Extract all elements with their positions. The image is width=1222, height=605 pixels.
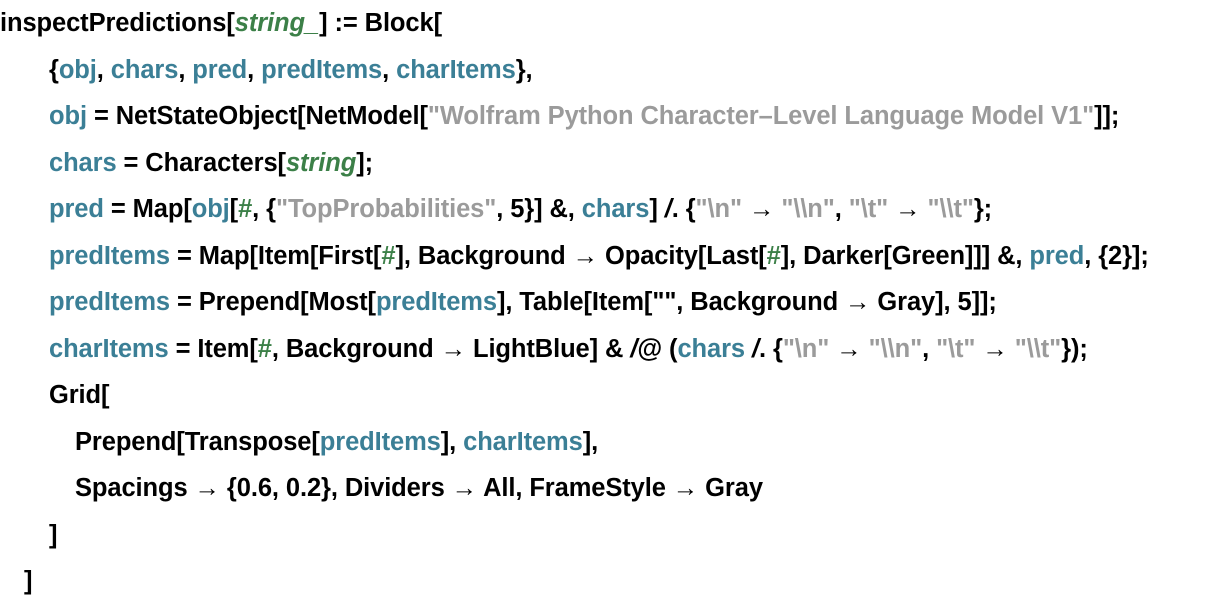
code-token-default: , {2}]; xyxy=(1084,241,1149,270)
code-token-string: "\\t" xyxy=(1014,334,1062,363)
code-line[interactable]: ] xyxy=(0,512,1222,559)
code-token-default: ] := Block[ xyxy=(319,9,442,37)
code-token-default: = Item[ xyxy=(168,334,258,363)
code-token-local: predItems xyxy=(319,427,441,456)
code-token-string: "\\n" xyxy=(868,334,923,363)
code-token-default: ] xyxy=(649,195,665,223)
code-token-default: ] xyxy=(49,520,58,549)
code-token-default: , xyxy=(382,55,397,84)
code-token-string: "\\n" xyxy=(781,195,835,223)
code-token-pattern: string xyxy=(285,148,357,177)
code-token-local: predItems xyxy=(49,288,170,316)
code-token-default: Grid[ xyxy=(49,381,110,409)
code-line[interactable]: obj = NetStateObject[NetModel["Wolfram P… xyxy=(0,93,1222,140)
code-token-local: pred xyxy=(192,55,248,84)
code-token-local: obj xyxy=(58,55,97,84)
code-token-local: obj xyxy=(49,102,87,130)
code-token-default: = Prepend[Most[ xyxy=(169,288,376,316)
code-token-local: charItems xyxy=(463,427,583,456)
code-token-default: }, xyxy=(515,55,533,84)
code-token-local: predItems xyxy=(375,288,497,316)
code-token-default: = Characters[ xyxy=(116,148,287,177)
code-line[interactable]: ] xyxy=(0,558,1222,605)
code-token-default: , xyxy=(96,55,111,84)
code-line[interactable]: Grid[ xyxy=(0,372,1222,419)
code-token-default: . { xyxy=(759,334,783,363)
code-token-default: ], Darker[Green]]] &, xyxy=(780,241,1030,270)
code-token-default: ] xyxy=(24,567,33,595)
code-token-default: , xyxy=(247,55,262,84)
code-line[interactable]: predItems = Map[Item[First[#], Backgroun… xyxy=(0,233,1222,280)
code-token-default: ], xyxy=(582,427,599,456)
code-token-default: = Map[ xyxy=(103,195,192,223)
code-token-default: , Background → LightBlue] & xyxy=(271,334,631,363)
code-token-default: → xyxy=(888,195,928,223)
code-token-string: "\t" xyxy=(848,195,889,223)
code-token-default: ]; xyxy=(356,148,373,177)
code-token-local: charItems xyxy=(49,334,169,363)
code-token-local: chars xyxy=(677,334,746,363)
code-token-slot: # xyxy=(766,241,781,270)
code-token-default: , xyxy=(834,195,849,223)
code-line[interactable]: charItems = Item[#, Background → LightBl… xyxy=(0,326,1222,373)
code-line[interactable]: Prepend[Transpose[predItems], charItems]… xyxy=(0,419,1222,466)
code-token-default: , xyxy=(178,55,193,84)
code-token-local: pred xyxy=(1029,241,1085,270)
code-token-local: predItems xyxy=(49,241,170,270)
code-token-op-italic: / xyxy=(752,334,760,363)
code-token-string: "TopProbabilities" xyxy=(275,195,497,223)
code-token-slot: # xyxy=(257,334,272,363)
code-token-default: Spacings → {0.6, 0.2}, Dividers → All, F… xyxy=(75,474,763,502)
code-token-local: chars xyxy=(49,148,117,177)
code-token-default: ], Background → Opacity[Last[ xyxy=(395,241,767,270)
code-token-default: → xyxy=(975,334,1015,363)
code-token-default xyxy=(745,335,752,363)
code-token-string: "\n" xyxy=(695,195,743,223)
code-token-default: Prepend[Transpose[ xyxy=(75,427,320,456)
code-token-default: }); xyxy=(1061,334,1088,363)
code-line[interactable]: predItems = Prepend[Most[predItems], Tab… xyxy=(0,279,1222,326)
code-token-string: "\t" xyxy=(936,334,976,363)
code-token-pattern: string_ xyxy=(234,9,320,37)
code-token-local: pred xyxy=(49,195,104,223)
code-token-default: ], xyxy=(440,427,464,456)
code-token-string: "\\t" xyxy=(927,195,974,223)
code-line[interactable]: {obj, chars, pred, predItems, charItems}… xyxy=(0,47,1222,94)
code-token-default: ], Table[Item["", Background → Gray], 5]… xyxy=(496,288,997,316)
code-token-local: predItems xyxy=(261,55,383,84)
code-token-default: = Map[Item[First[ xyxy=(169,241,382,270)
code-line[interactable]: chars = Characters[string]; xyxy=(0,140,1222,187)
code-token-default: [ xyxy=(229,195,239,223)
code-token-default: = NetStateObject[NetModel[ xyxy=(86,102,428,130)
code-token-default: }; xyxy=(973,195,993,223)
code-token-local: chars xyxy=(581,195,650,223)
code-token-default: . { xyxy=(671,195,696,223)
code-line[interactable]: Spacings → {0.6, 0.2}, Dividers → All, F… xyxy=(0,465,1222,512)
code-token-default: , xyxy=(922,334,937,363)
code-token-slot: # xyxy=(238,195,253,223)
code-token-local: chars xyxy=(110,55,179,84)
code-token-string: "\n" xyxy=(782,334,830,363)
code-token-default: { xyxy=(49,55,59,84)
code-token-slot: # xyxy=(381,241,396,270)
code-token-default: → xyxy=(829,334,869,363)
code-token-default: ]]; xyxy=(1094,102,1120,130)
code-line[interactable]: inspectPredictions[string_] := Block[ xyxy=(0,0,1222,47)
code-token-default: → xyxy=(741,195,782,223)
code-token-default: inspectPredictions[ xyxy=(0,9,235,37)
code-token-default: @ ( xyxy=(637,334,678,363)
code-token-string: "Wolfram Python Character–Level Language… xyxy=(427,102,1095,130)
code-line[interactable]: pred = Map[obj[#, {"TopProbabilities", 5… xyxy=(0,186,1222,233)
code-token-default: , 5}] &, xyxy=(496,195,582,223)
code-token-op-italic: / xyxy=(630,334,638,363)
code-token-local: obj xyxy=(191,195,230,223)
code-token-local: charItems xyxy=(396,55,516,84)
code-token-op-italic: / xyxy=(664,195,672,223)
code-token-default: , { xyxy=(252,195,276,223)
